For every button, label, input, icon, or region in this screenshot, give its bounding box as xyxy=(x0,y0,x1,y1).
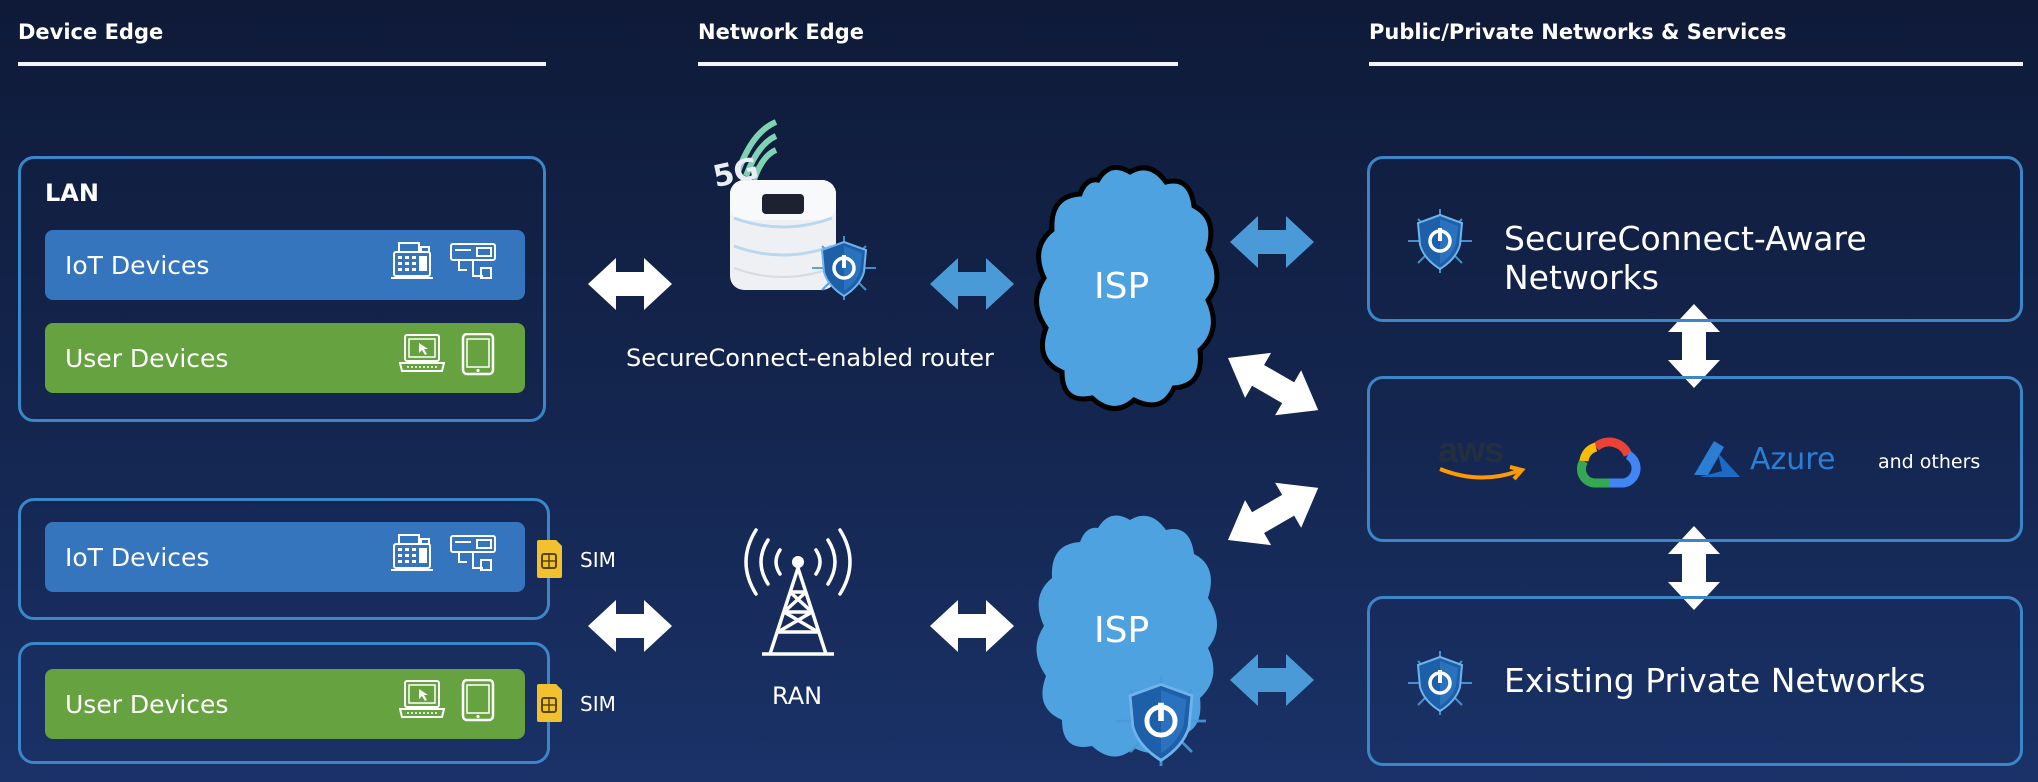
router-label: SecureConnect-enabled router xyxy=(626,344,994,372)
sim-label: SIM xyxy=(580,692,616,716)
lan-user-devices-bar[interactable]: User Devices xyxy=(45,323,525,393)
projector-icon xyxy=(450,243,496,279)
lan-panel: LAN IoT Devices User Devices xyxy=(18,156,546,422)
shield-power-icon xyxy=(1408,651,1472,715)
cellular-user-panel: User Devices xyxy=(18,642,550,764)
column-header-device-edge: Device Edge xyxy=(18,20,164,44)
azure-label: Azure xyxy=(1750,441,1836,477)
ran-label: RAN xyxy=(772,682,823,710)
lan-user-devices-label: User Devices xyxy=(65,343,229,373)
sim-label: SIM xyxy=(580,548,616,572)
others-label: and others xyxy=(1878,451,1981,473)
aws-logo: aws xyxy=(1438,431,1526,487)
arrow-router-isp xyxy=(930,258,1014,310)
arrow-lan-router xyxy=(588,258,672,310)
cellular-user-devices-bar[interactable]: User Devices xyxy=(45,669,525,739)
laptop-icon xyxy=(399,334,445,372)
laptop-icon xyxy=(399,680,445,718)
cash-register-icon xyxy=(391,242,434,279)
lan-iot-devices-label: IoT Devices xyxy=(65,250,210,280)
cellular-iot-devices-bar[interactable]: IoT Devices xyxy=(45,522,525,592)
router-icon: 5G xyxy=(710,119,836,290)
isp-bottom-label: ISP xyxy=(1094,610,1149,651)
cellular-iot-devices-label: IoT Devices xyxy=(65,542,210,572)
isp-cloud-top: ISP xyxy=(1034,165,1220,411)
cash-register-icon xyxy=(391,534,434,571)
existing-private-title: Existing Private Networks xyxy=(1504,661,1926,700)
azure-icon xyxy=(1694,441,1740,477)
isp-top-label: ISP xyxy=(1094,266,1149,307)
arrow-isp-bottom-cloud xyxy=(1215,465,1332,563)
existing-private-panel: Existing Private Networks xyxy=(1367,596,2023,766)
secureconnect-aware-panel: SecureConnect-Aware Networks xyxy=(1367,156,2023,322)
google-cloud-icon xyxy=(1576,437,1641,488)
shield-power-icon xyxy=(1408,209,1472,273)
shield-power-icon xyxy=(812,236,876,300)
cloud-providers-panel: aws Azure and others xyxy=(1367,376,2023,542)
cellular-user-devices-label: User Devices xyxy=(65,689,229,719)
lan-iot-devices-bar[interactable]: IoT Devices xyxy=(45,230,525,300)
column-rule xyxy=(1369,62,2023,66)
column-rule xyxy=(18,62,546,66)
arrow-isp-aware xyxy=(1230,216,1314,268)
secureconnect-aware-title: SecureConnect-Aware Networks xyxy=(1504,219,1867,297)
sim-card-icon xyxy=(536,684,563,723)
sim-card-icon xyxy=(536,540,563,579)
arrow-cellular-ran xyxy=(588,600,672,652)
shield-power-icon xyxy=(1116,676,1206,766)
column-header-public-private: Public/Private Networks & Services xyxy=(1369,20,1787,44)
arrow-isp-top-cloud xyxy=(1215,335,1332,433)
azure-logo: Azure xyxy=(1692,439,1835,479)
tablet-icon xyxy=(461,679,495,722)
aws-icon: aws xyxy=(1438,429,1504,470)
tablet-icon xyxy=(461,333,495,376)
lan-title: LAN xyxy=(45,179,99,207)
column-header-network-edge: Network Edge xyxy=(698,20,864,44)
aws-smile xyxy=(1439,465,1526,481)
arrow-ran-isp xyxy=(930,600,1014,652)
arrow-isp-existing xyxy=(1230,654,1314,706)
cellular-iot-panel: IoT Devices xyxy=(18,498,550,620)
projector-icon xyxy=(450,535,496,571)
cell-tower-icon xyxy=(744,528,852,656)
column-rule xyxy=(698,62,1178,66)
